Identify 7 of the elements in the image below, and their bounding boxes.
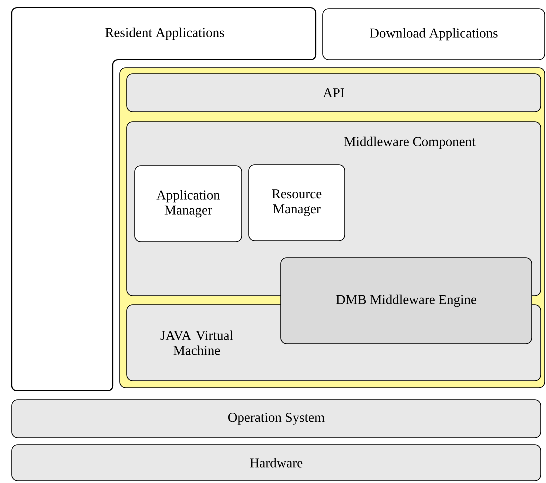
layer-box: Operation System: [12, 400, 542, 438]
layer-box: Hardware: [12, 444, 542, 482]
component-box: Application Manager: [134, 166, 242, 242]
layer-box: API: [126, 74, 542, 112]
component-box: Resource Manager: [248, 164, 346, 242]
engine-box: DMB Middleware Engine: [280, 258, 532, 344]
layer-box: Download Applications: [322, 8, 546, 60]
